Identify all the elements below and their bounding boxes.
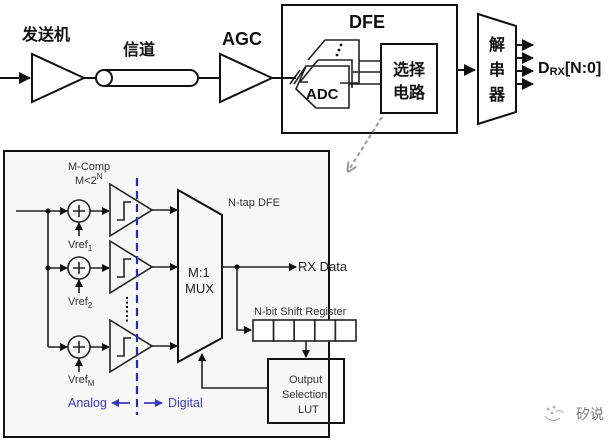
comparator-m <box>109 318 154 374</box>
ntap-dfe-label: N-tap DFE <box>228 197 280 209</box>
deserializer-char-3: 器 <box>488 85 506 104</box>
zoom-pointer-arrow <box>350 116 383 168</box>
mux-label-line2: MUX <box>185 281 214 296</box>
agc-label: AGC <box>222 29 262 49</box>
shift-register <box>252 319 357 342</box>
mcomp-label: M-Comp <box>68 161 110 173</box>
channel-cable <box>95 69 199 87</box>
vref-2-label: Vref2 <box>68 296 93 310</box>
deserializer-char-2: 串 <box>489 60 505 79</box>
lut-feedback-arrow <box>198 353 268 389</box>
shift-register-cell <box>272 319 296 342</box>
lut-label-line1: Output <box>289 374 322 386</box>
lut-label-line2: Selection <box>282 389 327 401</box>
wire <box>236 267 252 334</box>
vref-1-label: Vref1 <box>68 239 93 253</box>
rx-data-label: RX Data <box>298 259 348 274</box>
comparator-1 <box>109 182 154 238</box>
selector-label-line1: 选择 <box>393 60 426 79</box>
digital-label: Digital <box>168 396 203 410</box>
analog-label: Analog <box>68 396 107 410</box>
lut-label-line3: LUT <box>298 404 319 416</box>
output-label: DRX[N:0] <box>538 60 601 78</box>
transmitter-label: 发送机 <box>21 25 70 44</box>
junction-dot <box>45 208 51 214</box>
watermark-logo-icon <box>544 405 564 421</box>
dfe-detail-panel: M-Comp M<2N Vref1 Vref2 VrefM <box>3 150 357 438</box>
shift-register-cell <box>252 319 275 342</box>
shift-register-cell <box>313 319 337 342</box>
selector-label-line2: 电路 <box>393 83 426 102</box>
detail-frame <box>3 150 330 438</box>
shift-register-label: N-bit Shift Register <box>254 306 347 318</box>
comparator-2 <box>109 239 154 295</box>
shift-register-cell <box>334 319 357 342</box>
deserializer <box>477 12 517 126</box>
adc-stack: ADC <box>289 39 360 109</box>
mux-label-line1: M:1 <box>188 265 210 280</box>
mux <box>177 188 223 364</box>
agc-amplifier <box>219 52 275 104</box>
deserializer-char-1: 解 <box>489 35 505 54</box>
channel-label: 信道 <box>123 40 155 59</box>
adc-label: ADC <box>306 86 339 103</box>
shift-register-cell <box>293 319 316 342</box>
watermark: 矽说 <box>544 405 604 423</box>
transmitter-amplifier <box>31 52 87 104</box>
output-selection-lut <box>267 358 345 424</box>
selector-circuit <box>380 43 438 114</box>
top-signal-chain: 发送机 信道 AGC DFE ADC <box>0 4 601 168</box>
mcomp-condition: M<2N <box>75 172 103 187</box>
watermark-text: 矽说 <box>576 407 604 423</box>
dfe-label: DFE <box>349 12 385 32</box>
vref-m-label: VrefM <box>68 374 95 388</box>
